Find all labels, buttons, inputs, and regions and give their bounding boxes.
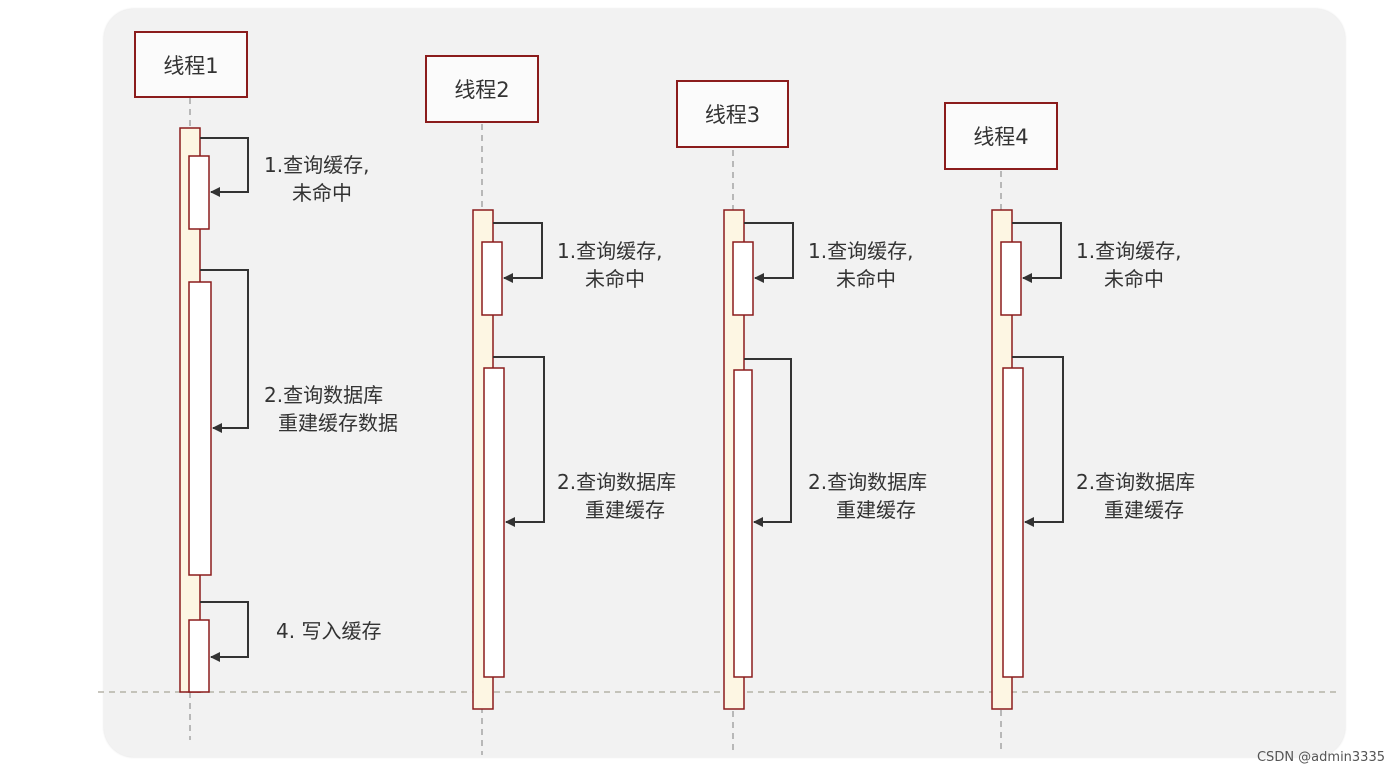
thread-1-box: 线程1 — [134, 31, 248, 98]
activation-step-2-thread-4 — [1002, 367, 1024, 678]
self-call-arrow-step-2-thread-3 — [744, 358, 792, 527]
step-label-line1: 2.查询数据库 — [557, 470, 677, 494]
step-label-2-thread-3: 2.查询数据库 重建缓存 — [808, 468, 927, 524]
step-label-1-thread-4: 1.查询缓存, 未命中 — [1076, 237, 1181, 293]
step-label-line2: 未命中 — [585, 267, 645, 291]
step-label-2-thread-4: 2.查询数据库 重建缓存 — [1076, 468, 1195, 524]
activation-step-1-thread-4 — [1000, 241, 1022, 316]
step-label-line2: 未命中 — [836, 267, 896, 291]
step-label-1-thread-2: 1.查询缓存, 未命中 — [557, 237, 662, 293]
step-label-line1: 1.查询缓存, — [1076, 239, 1182, 263]
step-label-line2: 重建缓存数据 — [278, 411, 398, 435]
thread-4-box: 线程4 — [944, 102, 1058, 170]
thread-2-title: 线程2 — [454, 78, 510, 102]
thread-1-title: 线程1 — [163, 53, 219, 78]
step-label-4-thread-1: 4. 写入缓存 — [276, 617, 381, 645]
self-call-arrow-step-4-thread-1 — [200, 601, 249, 662]
activation-step-2-thread-2 — [483, 367, 505, 678]
step-label-line1: 1.查询缓存, — [264, 153, 370, 177]
self-call-arrow-step-2-thread-2 — [493, 356, 545, 527]
self-call-arrow-step-2-thread-4 — [1012, 356, 1064, 527]
step-label-2-thread-1: 2.查询数据库 重建缓存数据 — [264, 381, 398, 437]
self-call-arrow-step-2-thread-1 — [200, 269, 249, 433]
activation-step-2-thread-3 — [733, 369, 753, 678]
step-label-line1: 1.查询缓存, — [557, 239, 663, 263]
activation-step-1-thread-1 — [188, 155, 210, 230]
self-call-arrow-step-1-thread-2 — [493, 222, 543, 283]
activation-step-1-thread-2 — [481, 241, 503, 316]
activation-step-2-thread-1 — [188, 281, 212, 576]
step-label-line2: 重建缓存 — [836, 498, 916, 522]
step-label-line1: 1.查询缓存, — [808, 239, 914, 263]
activation-step-4-thread-1 — [188, 619, 210, 693]
step-label-line1: 2.查询数据库 — [264, 383, 384, 407]
step-label-line2: 重建缓存 — [1104, 498, 1184, 522]
step-label-1-thread-1: 1.查询缓存, 未命中 — [264, 151, 369, 207]
watermark: CSDN @admin3335 — [1256, 750, 1385, 765]
self-call-arrow-step-1-thread-4 — [1012, 222, 1062, 283]
step-label-line2: 未命中 — [1104, 267, 1164, 291]
step-label-line1: 2.查询数据库 — [1076, 470, 1196, 494]
self-call-arrow-step-1-thread-3 — [744, 222, 794, 283]
step-label-line1: 4. 写入缓存 — [276, 619, 382, 643]
step-label-2-thread-2: 2.查询数据库 重建缓存 — [557, 468, 676, 524]
step-label-line1: 2.查询数据库 — [808, 470, 928, 494]
thread-3-box: 线程3 — [676, 80, 789, 148]
activation-step-1-thread-3 — [732, 241, 754, 316]
step-label-line2: 未命中 — [292, 181, 352, 205]
thread-3-title: 线程3 — [704, 103, 761, 127]
step-label-1-thread-3: 1.查询缓存, 未命中 — [808, 237, 913, 293]
thread-4-title: 线程4 — [973, 125, 1029, 149]
self-call-arrow-step-1-thread-1 — [200, 137, 249, 197]
thread-2-box: 线程2 — [425, 55, 539, 123]
step-label-line2: 重建缓存 — [585, 498, 665, 522]
